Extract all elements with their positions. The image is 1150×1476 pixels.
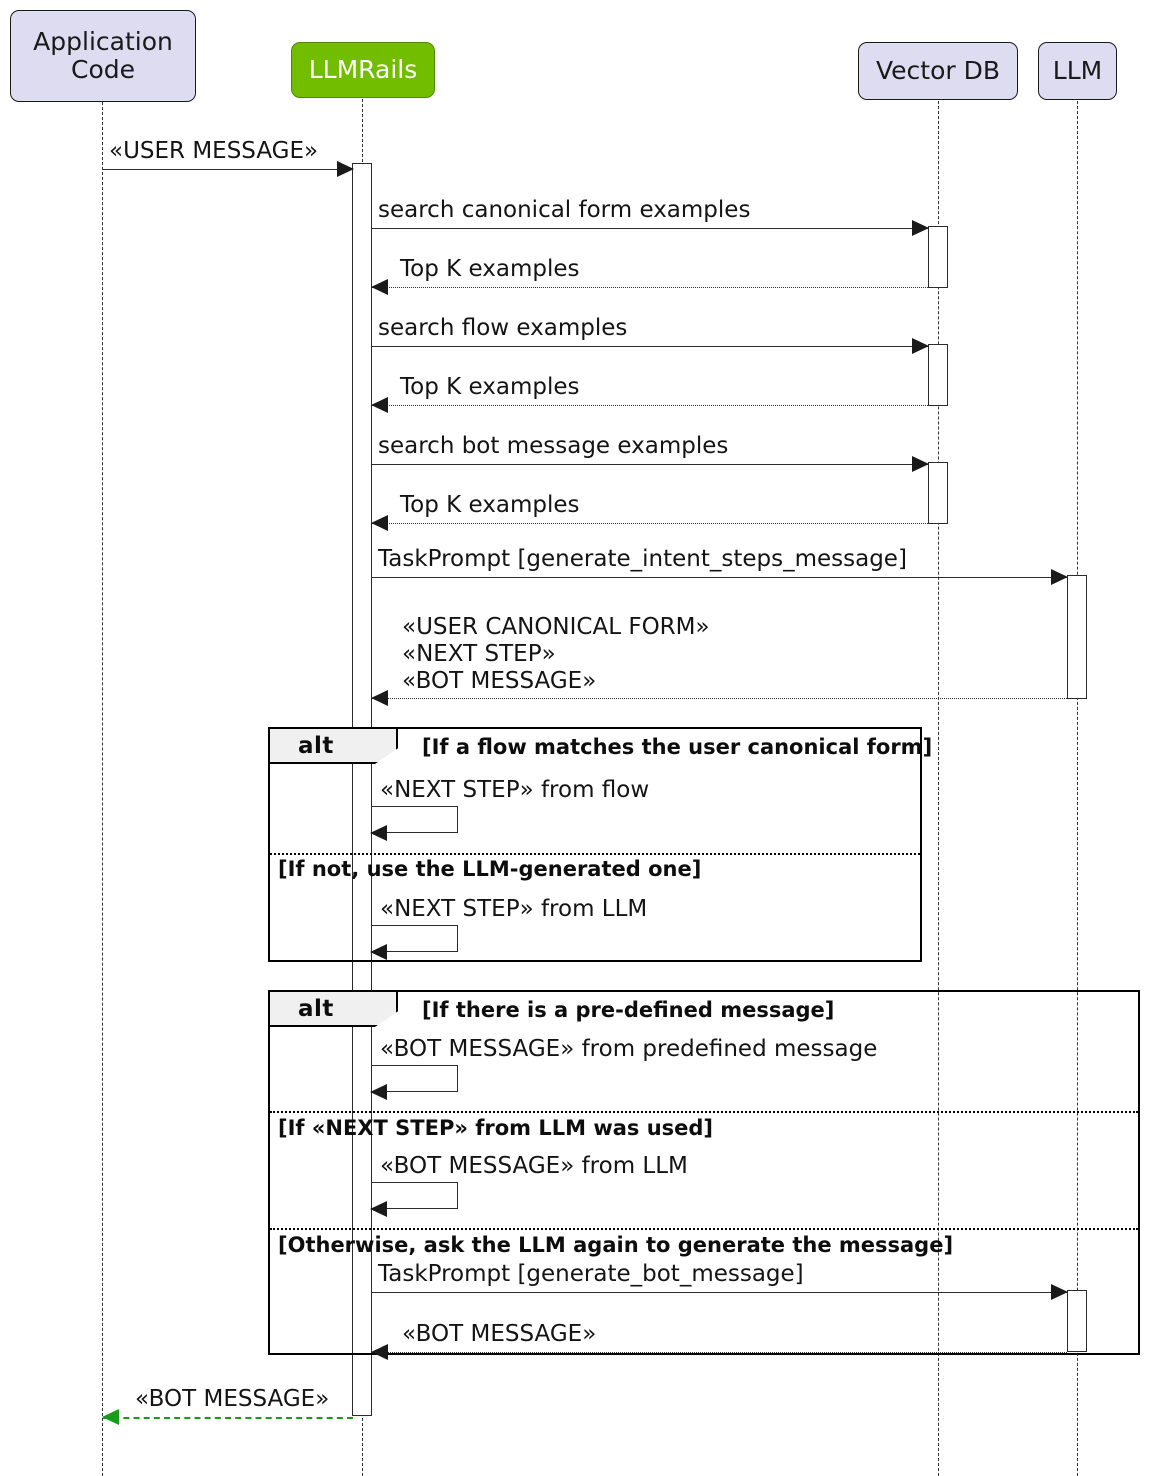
arrowhead-right-icon [912, 338, 929, 354]
frame-condition-3: [Otherwise, ask the LLM again to generat… [278, 1233, 954, 1257]
self-message-label: «NEXT STEP» from LLM [380, 896, 648, 922]
message-label: Top K examples [400, 255, 580, 282]
arrowhead-right-icon [1051, 569, 1068, 585]
message-line [372, 698, 1067, 699]
message-label: TaskPrompt [generate_intent_steps_messag… [378, 545, 907, 572]
frame-alt-next-step: alt [If a flow matches the user canonica… [268, 727, 932, 962]
self-message-next-step-from-llm: «NEXT STEP» from LLM [370, 896, 647, 960]
self-message-bot-message-from-llm: «BOT MESSAGE» from LLM [370, 1153, 688, 1217]
message-label: «BOT MESSAGE» [402, 1320, 597, 1347]
self-message-next-step-from-flow: «NEXT STEP» from flow [370, 777, 649, 841]
arrowhead-left-icon [371, 279, 388, 295]
arrowhead-left-icon [371, 1344, 388, 1360]
arrowhead-left-icon [370, 1201, 387, 1217]
frame-condition-1: [If there is a pre-defined message] [422, 998, 835, 1022]
frame-divider [270, 1111, 1138, 1113]
participant-llmrails[interactable]: LLMRails [291, 42, 435, 98]
self-message-label: «NEXT STEP» from flow [380, 777, 650, 803]
participant-label-llm: LLM [1052, 56, 1103, 85]
arrowhead-left-icon [102, 1409, 119, 1425]
message-label: Top K examples [400, 373, 580, 400]
message-line [372, 464, 928, 465]
message-label: «USER MESSAGE» [109, 137, 319, 164]
frame-keyword: alt [298, 732, 334, 759]
arrowhead-left-icon [370, 944, 387, 960]
message-line [372, 1352, 1067, 1353]
frame-divider [270, 1228, 1138, 1230]
message-line [372, 346, 928, 347]
arrowhead-right-icon [912, 220, 929, 236]
arrowhead-right-icon [1051, 1284, 1068, 1300]
lifeline-application-code [102, 102, 103, 1476]
message-line [372, 228, 928, 229]
participant-label-llmrails: LLMRails [308, 55, 418, 84]
message-line [372, 287, 928, 288]
participant-llm[interactable]: LLM [1038, 42, 1117, 100]
self-message-loop [372, 1182, 458, 1209]
arrowhead-left-icon [371, 397, 388, 413]
message-label: Top K examples [400, 491, 580, 518]
frame-divider [270, 853, 920, 855]
message-line [103, 169, 353, 170]
frame-tab-alt-bot-message: alt [270, 992, 398, 1027]
participant-label-vector-db: Vector DB [875, 56, 1000, 85]
message-label: «USER CANONICAL FORM» «NEXT STEP» «BOT M… [402, 613, 710, 694]
self-message-loop [372, 806, 458, 833]
arrowhead-left-icon [370, 1084, 387, 1100]
message-label: search flow examples [378, 314, 628, 341]
participant-label-application-code: Application Code [33, 27, 173, 84]
arrowhead-left-icon [371, 690, 388, 706]
frame-condition-2: [If «NEXT STEP» from LLM was used] [278, 1116, 714, 1140]
participant-application-code[interactable]: Application Code [10, 10, 196, 102]
arrowhead-right-icon [337, 161, 354, 177]
activation-vector-db-1 [928, 226, 948, 288]
arrowhead-left-icon [370, 825, 387, 841]
participant-vector-db[interactable]: Vector DB [858, 42, 1018, 100]
message-line [372, 1292, 1067, 1293]
lifeline-llm [1077, 101, 1078, 1476]
message-line [372, 577, 1067, 578]
arrowhead-left-icon [371, 515, 388, 531]
activation-llmrails-main [352, 163, 372, 1416]
self-message-loop [372, 1065, 458, 1092]
frame-keyword: alt [298, 995, 334, 1022]
self-message-label: «BOT MESSAGE» from LLM [380, 1153, 688, 1179]
activation-llm-1 [1067, 575, 1087, 699]
message-label: «BOT MESSAGE» [135, 1385, 330, 1412]
frame-alt-bot-message: alt [If there is a pre-defined message] … [268, 990, 1140, 1355]
message-line [372, 405, 928, 406]
message-line [372, 523, 928, 524]
message-line [103, 1417, 353, 1419]
activation-vector-db-3 [928, 462, 948, 524]
message-label: TaskPrompt [generate_bot_message] [378, 1260, 804, 1287]
frame-condition-1: [If a flow matches the user canonical fo… [422, 735, 933, 759]
self-message-loop [372, 925, 458, 952]
arrowhead-right-icon [912, 456, 929, 472]
activation-vector-db-2 [928, 344, 948, 406]
frame-tab-alt-next-step: alt [270, 729, 398, 764]
message-label: search canonical form examples [378, 196, 751, 223]
frame-condition-2: [If not, use the LLM-generated one] [278, 857, 702, 881]
self-message-bot-message-from-predefined: «BOT MESSAGE» from predefined message [370, 1036, 877, 1100]
self-message-label: «BOT MESSAGE» from predefined message [380, 1036, 878, 1062]
activation-llm-2 [1067, 1290, 1087, 1352]
lifeline-vector-db [938, 101, 939, 1476]
message-label: search bot message examples [378, 432, 729, 459]
